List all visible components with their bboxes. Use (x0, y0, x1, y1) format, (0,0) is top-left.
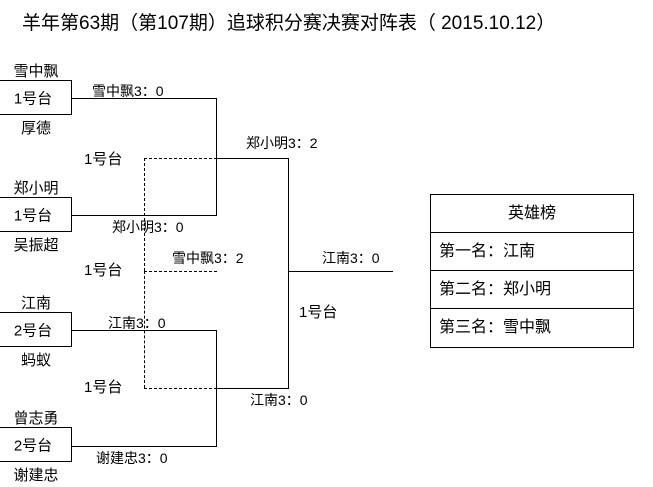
player-2-top-name: 郑小明 (13, 180, 59, 197)
r1-table-label-1: 1号台 (84, 151, 123, 168)
semifinal-bottom-out (216, 388, 289, 389)
r1-result-4: 谢建忠3：0 (96, 450, 168, 466)
player-1-bottom-name: 厚德 (20, 120, 51, 137)
player-box-1: 1号台 (0, 80, 72, 115)
player-3-bottom-name: 蚂蚁 (20, 352, 51, 369)
champion-result-label: 江南3：0 (322, 250, 380, 266)
semifinal-top-out (216, 158, 289, 159)
player-1-top-name: 雪中飘 (13, 63, 59, 80)
player-4-top-name: 曾志勇 (13, 410, 59, 427)
champion-out-line (288, 271, 393, 272)
hero-board-rank-2: 第二名：郑小明 (431, 271, 633, 309)
semifinal-result-2: 江南3：0 (250, 392, 308, 408)
hero-board-rank-1: 第一名：江南 (431, 233, 633, 271)
player-box-4: 2号台 (0, 427, 72, 462)
semifinal-result-1: 郑小明3：2 (246, 135, 318, 151)
player-4-bottom-name: 谢建忠 (13, 467, 59, 484)
r1-connector-1-horizontal (72, 98, 217, 99)
hero-board-rank-3: 第三名：雪中飘 (439, 319, 552, 336)
final-merge-vertical (288, 158, 289, 388)
hero-board-heading: 英雄榜 (431, 195, 633, 233)
semifinal-table-label: 1号台 (299, 304, 338, 321)
r1-merge-top-vertical (216, 98, 217, 215)
player-box-3: 2号台 (0, 312, 72, 347)
r1-result-2: 郑小明3：0 (112, 219, 184, 235)
player-box-2: 1号台 (0, 197, 72, 232)
player-3-table: 2号台 (13, 322, 53, 339)
player-3-top-name: 江南 (20, 295, 51, 312)
hero-board: 英雄榜 第一名：江南 第二名：郑小明 第三名：雪中飘 (430, 194, 634, 348)
r1-result-1: 雪中飘3：0 (92, 83, 164, 99)
r1-result-3: 江南3：0 (108, 315, 166, 331)
player-4-table: 2号台 (13, 437, 53, 454)
dotted-semifinal-feed-bottom (144, 388, 217, 389)
r1-table-label-2: 1号台 (84, 262, 123, 279)
dotted-vertical-upper (144, 158, 145, 271)
r1-table-label-3: 1号台 (84, 379, 123, 396)
player-2-table: 1号台 (13, 207, 53, 224)
final-result-label: 雪中飘3：2 (172, 250, 244, 266)
dotted-vertical-lower (144, 271, 145, 388)
dotted-semifinal-feed-top (144, 158, 217, 159)
dotted-semifinal-feed-mid (144, 271, 217, 272)
r1-connector-4-horizontal (72, 446, 217, 447)
player-1-table: 1号台 (13, 90, 53, 107)
player-2-bottom-name: 吴振超 (13, 237, 59, 254)
page-title: 羊年第63期（第107期）追球积分赛决赛对阵表（ 2015.10.12） (22, 13, 556, 34)
